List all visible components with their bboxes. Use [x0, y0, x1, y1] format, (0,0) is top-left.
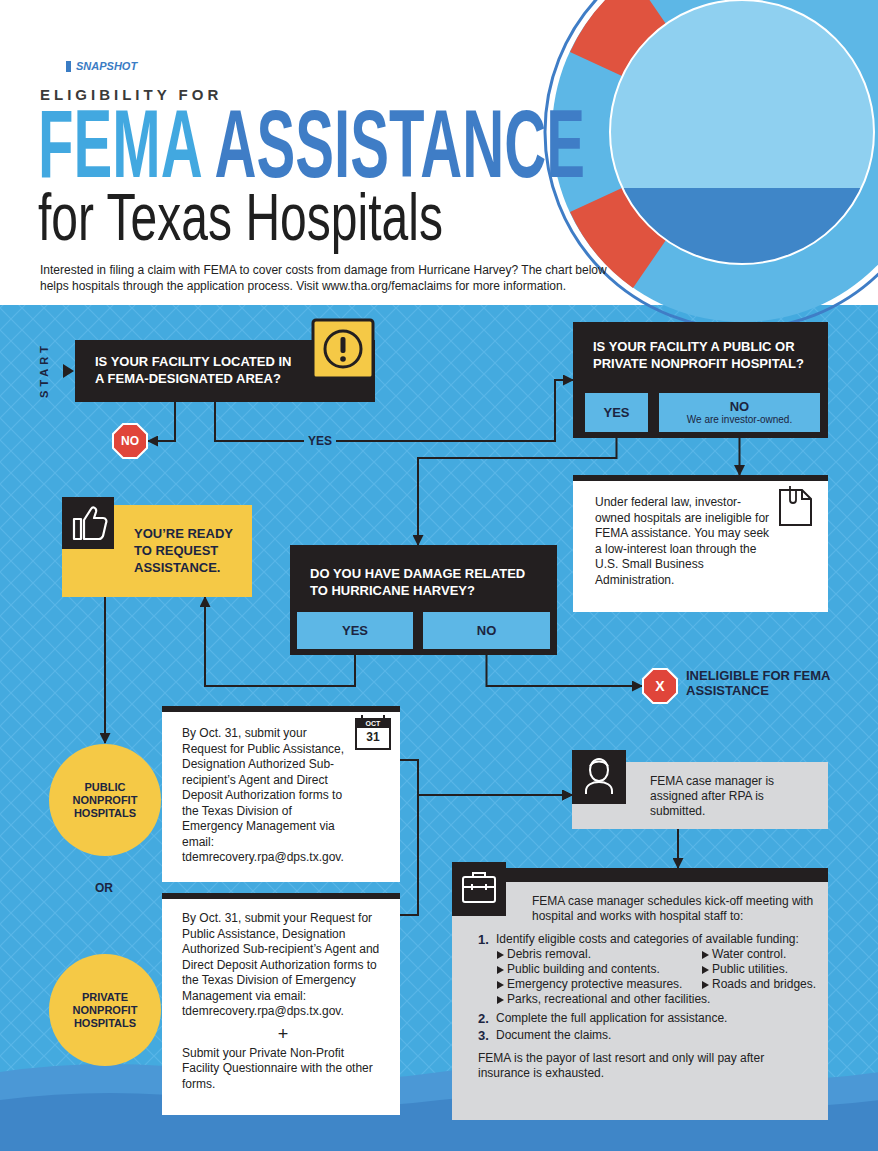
node-text: PRIVATE NONPROFIT HOSPITALS	[64, 991, 146, 1030]
answer-button: YES	[297, 612, 413, 649]
note-box: Under federal law, investor-owned hospit…	[573, 475, 828, 612]
category-item: Emergency protective measures.	[496, 977, 701, 992]
process-box: FEMA case manager is assigned after RPA …	[572, 762, 828, 829]
footnote: FEMA is the payor of last resort and onl…	[478, 1051, 818, 1081]
node-text: DO YOU HAVE DAMAGE RELATED TO HURRICANE …	[310, 565, 543, 599]
intro-text: Interested in filing a claim with FEMA t…	[40, 262, 630, 294]
connector	[148, 402, 175, 441]
step-row: 1.Identify eligible costs and categories…	[478, 932, 818, 947]
node-text: NO	[121, 434, 139, 448]
step-row: 3.Document the claims.	[478, 1028, 818, 1043]
node-text: By Oct. 31, submit your Request for Publ…	[182, 911, 384, 1020]
button-label: NOWe are investor-owned.	[687, 399, 792, 426]
node-text: IS YOUR FACILITY A PUBLIC OR PRIVATE NON…	[593, 338, 814, 372]
instruction-box: By Oct. 31, submit your Request for Publ…	[162, 706, 400, 882]
step-text: Complete the full application for assist…	[496, 1011, 818, 1026]
node-text: YOU’RE READY TO REQUEST ASSISTANCE.	[134, 525, 240, 576]
node-text: YES	[342, 623, 368, 638]
step-number: 3.	[478, 1028, 496, 1043]
connector	[104, 597, 106, 743]
connector	[677, 829, 679, 868]
button-label: NO	[477, 623, 497, 638]
section-tag: SNAPSHOT	[76, 60, 137, 72]
node-text: Under federal law, investor-owned hospit…	[595, 495, 770, 588]
category-list: Debris removal.Water control.Public buil…	[496, 947, 818, 1007]
category-circle: PUBLIC NONPROFIT HOSPITALS	[48, 743, 162, 857]
category-item: Debris removal.	[496, 947, 701, 962]
instruction-box: By Oct. 31, submit your Request for Publ…	[162, 893, 400, 1115]
decision-box: DO YOU HAVE DAMAGE RELATED TO HURRICANE …	[290, 545, 557, 655]
kicker: ELIGIBILITY FOR	[40, 86, 222, 103]
category-item: Public building and contents.	[496, 962, 701, 977]
node-text: PUBLIC NONPROFIT HOSPITALS	[64, 781, 146, 820]
category-item: Parks, recreational and other facilities…	[496, 992, 826, 1007]
title: FEMA ASSISTANCE	[38, 96, 585, 192]
connector	[400, 760, 572, 795]
intro-text: FEMA case manager schedules kick-off mee…	[532, 894, 818, 924]
start-label: START	[38, 338, 50, 402]
decision-box: IS YOUR FACILITY A PUBLIC OR PRIVATE NON…	[573, 322, 828, 438]
node-subtext: We are investor-owned.	[687, 414, 792, 426]
node-text: X	[655, 678, 664, 694]
node-text: FEMA case manager is assigned after RPA …	[650, 774, 816, 819]
step-row: 2.Complete the full application for assi…	[478, 1011, 818, 1026]
node-subtext: Submit your Private Non-Profit Facility …	[182, 1046, 384, 1093]
step-number: 1.	[478, 932, 496, 947]
node-text: By Oct. 31, submit your Request for Publ…	[182, 726, 350, 866]
calendar-month: OCT	[356, 720, 390, 728]
stop-octagon: NO	[112, 423, 148, 459]
decision-box: IS YOUR FACILITY LOCATED IN A FEMA-DESIG…	[75, 340, 375, 402]
edge-label: YES	[304, 434, 336, 448]
node-text: IS YOUR FACILITY LOCATED IN A FEMA-DESIG…	[95, 353, 303, 387]
node-text: NO	[477, 623, 497, 638]
node-text: YES	[603, 405, 629, 420]
or-label: OR	[95, 881, 113, 895]
answer-button: NOWe are investor-owned.	[659, 393, 820, 432]
answer-button: YES	[585, 393, 648, 432]
connector	[739, 432, 741, 475]
node-text: NO	[687, 399, 792, 414]
subtitle: for Texas Hospitals	[38, 184, 443, 250]
category-item: Roads and bridges.	[701, 977, 826, 992]
step-number: 2.	[478, 1011, 496, 1026]
category-item: Water control.	[701, 947, 826, 962]
category-circle: PRIVATE NONPROFIT HOSPITALS	[48, 953, 162, 1067]
stop-octagon: XINELIGIBLE FOR FEMA ASSISTANCE	[642, 668, 678, 704]
node-subtext: +	[182, 1024, 384, 1044]
step-text: Document the claims.	[496, 1028, 818, 1043]
category-item: Public utilities.	[701, 962, 826, 977]
ready-box: YOU’RE READY TO REQUEST ASSISTANCE.	[62, 505, 252, 597]
button-label: YES	[603, 405, 629, 420]
calendar-day: 31	[356, 731, 390, 744]
node-subtext: INELIGIBLE FOR FEMA ASSISTANCE	[686, 668, 846, 698]
process-box: FEMA case manager schedules kick-off mee…	[452, 868, 828, 1120]
step-text: Identify eligible costs and categories o…	[496, 932, 818, 947]
button-label: YES	[342, 623, 368, 638]
answer-button: NO	[423, 612, 550, 649]
